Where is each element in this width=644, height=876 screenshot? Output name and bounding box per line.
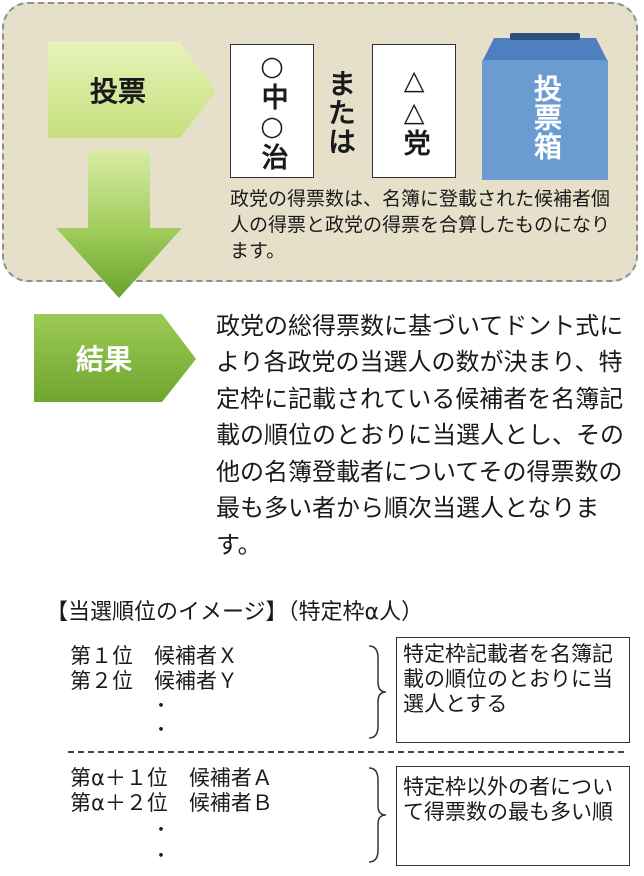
result-label-arrow xyxy=(34,314,196,402)
rank-alpha-2: 第α＋２位 候補者Ｂ xyxy=(70,790,273,815)
separator xyxy=(68,751,624,753)
rank-alpha-1: 第α＋１位 候補者Ａ xyxy=(70,766,273,790)
group2-brace-icon xyxy=(368,767,387,863)
group2-dot-1: ・ xyxy=(152,820,170,841)
ballot-box-label: 投票箱 xyxy=(486,62,606,172)
down-arrow-icon xyxy=(56,150,182,298)
group2-note: 特定枠以外の者について得票数の最も多い順 xyxy=(396,766,630,866)
ballot-box-icon xyxy=(482,33,608,180)
group2-ranks: 第α＋１位 候補者Ａ 第α＋２位 候補者Ｂ xyxy=(70,766,273,816)
vote-note: 政党の得票数は、名簿に登載された候補者個人の得票と政党の得票を合算したものになり… xyxy=(230,188,611,263)
ballot-party-text: △△党 xyxy=(398,65,430,157)
result-label: 結果 xyxy=(75,343,132,376)
group1-ranks: 第１位 候補者Ｘ 第２位 候補者Ｙ xyxy=(70,644,238,694)
order-title: 【当選順位のイメージ】（特定枠α人） xyxy=(46,600,424,625)
group1-dot-2: ・ xyxy=(152,720,170,741)
result-description: 政党の総得票数に基づいてドント式により各政党の当選人の数が決まり、特定枠に記載さ… xyxy=(216,312,624,559)
group1-brace-icon xyxy=(368,645,387,739)
rank-2: 第２位 候補者Ｙ xyxy=(70,668,238,693)
ballot-box-label-text: 投票箱 xyxy=(530,73,563,161)
ballot-party: △△党 xyxy=(372,44,456,178)
ballot-candidate-text: ○中○治 xyxy=(256,51,288,171)
or-text: または xyxy=(320,62,360,162)
ballot-candidate: ○中○治 xyxy=(230,44,314,178)
rank-1: 第１位 候補者Ｘ xyxy=(70,644,238,668)
vote-label-arrow xyxy=(48,42,216,138)
group2-dot-2: ・ xyxy=(152,846,170,867)
vote-label: 投票 xyxy=(89,75,146,108)
group1-note: 特定枠記載者を名簿記載の順位のとおりに当選人とする xyxy=(396,637,630,743)
or-text-label: または xyxy=(324,68,357,156)
group1-dot-1: ・ xyxy=(152,696,170,717)
